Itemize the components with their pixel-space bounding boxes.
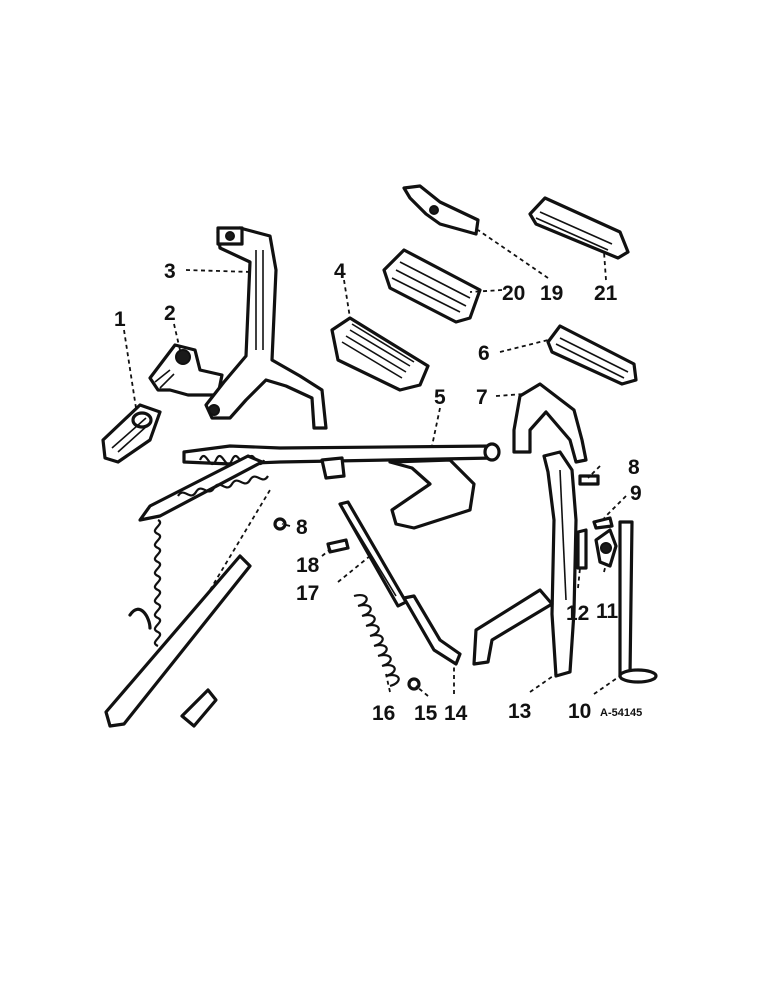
callout-19: 19 [540, 282, 563, 305]
callout-21: 21 [594, 282, 618, 305]
part-12-clip [576, 528, 588, 570]
callout-15: 15 [414, 702, 438, 725]
leader-lines [123, 229, 627, 697]
part-14-rod [402, 594, 462, 666]
drawing-reference: A-54145 [600, 707, 642, 719]
callout-6: 6 [478, 342, 490, 365]
part-9-washer [592, 516, 614, 530]
callout-18: 18 [296, 554, 320, 577]
part-1-clamp [101, 403, 162, 464]
part-10-rod [618, 520, 658, 684]
callout-7: 7 [476, 386, 488, 409]
part-18-cotter [326, 538, 350, 554]
callout-14: 14 [444, 702, 468, 725]
callout-8-left: 8 [296, 516, 308, 539]
part-15-nut [407, 677, 421, 691]
part-20-pedal-pad [382, 248, 482, 324]
part-8-pin-right [578, 474, 600, 486]
part-13-rod-lever [472, 450, 578, 678]
part-7-bell-crank [512, 382, 588, 464]
callout-20: 20 [502, 282, 525, 305]
callout-12: 12 [566, 602, 589, 625]
part-5-cross-shaft [182, 442, 501, 530]
callout-11: 11 [596, 600, 619, 623]
callout-10: 10 [568, 700, 591, 723]
callout-1: 1 [114, 308, 126, 331]
callout-4: 4 [334, 260, 346, 283]
callout-17: 17 [296, 582, 319, 605]
part-6-pedal-pad [546, 324, 638, 386]
part-4-pedal [330, 316, 430, 392]
callout-8-right: 8 [628, 456, 640, 479]
part-8-pin-left [273, 517, 287, 531]
callout-13: 13 [508, 700, 531, 723]
callout-labels: 1 2 3 4 5 6 7 8 8 9 10 11 12 13 14 15 16… [114, 260, 642, 725]
callout-16: 16 [372, 702, 395, 725]
callout-2: 2 [164, 302, 176, 325]
part-16-spring [353, 594, 400, 688]
part-19-link-rod [402, 184, 480, 236]
part-21-pedal-pad [528, 196, 630, 260]
part-11-knob [594, 528, 618, 568]
left-lever-assembly [104, 454, 271, 728]
callout-9: 9 [630, 482, 642, 505]
part-2-bracket [148, 343, 224, 397]
callout-3: 3 [164, 260, 176, 283]
callout-5: 5 [434, 386, 446, 409]
part-3-lever-arm [204, 226, 328, 430]
